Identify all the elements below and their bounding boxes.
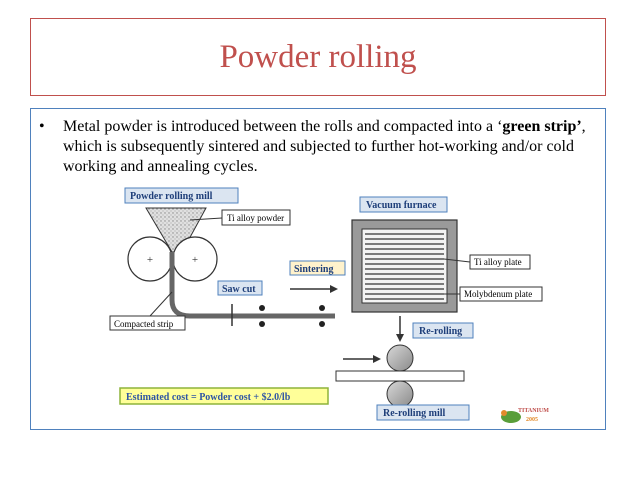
sintering-box: [289, 260, 346, 276]
bullet-text-part2: , which is subsequently sintered and sub…: [63, 118, 586, 175]
sintering-label: Sintering: [294, 264, 333, 275]
rerolling-roll-bottom: [386, 380, 414, 408]
title-box: Powder rolling: [30, 18, 606, 96]
ti-alloy-powder-box: [221, 209, 291, 226]
rerolling-sheet: [335, 370, 465, 382]
re-rolling-mill-label: Re-rolling mill: [383, 408, 446, 419]
estimated-cost-box: [119, 387, 329, 405]
compacted-strip-label: Compacted strip: [114, 319, 174, 329]
saw-cut-box: [217, 280, 263, 296]
powder-rolling-mill-label: Powder rolling mill: [130, 191, 213, 202]
slide-title: Powder rolling: [219, 39, 417, 75]
logo-text-2: 2005: [526, 417, 538, 423]
furnace-inner: [361, 228, 448, 304]
ti-alloy-plate-box: [469, 254, 531, 270]
bullet-text-bold: green strip’: [502, 118, 582, 135]
ti-alloy-powder-leader: [189, 217, 223, 221]
sintering-arrowhead: [330, 285, 338, 293]
strip-dot-2: [319, 321, 325, 327]
furnace-plates: [365, 233, 444, 300]
titanium-logo: TITANIUM 2005: [501, 408, 549, 423]
saw-cut-dot-1: [259, 305, 265, 311]
molybdenum-plate-label: Molybdenum plate: [464, 289, 532, 299]
rerolling-roll-top: [386, 344, 414, 372]
compacted-strip-leader: [149, 291, 173, 317]
compacted-strip-box: [109, 315, 186, 331]
re-rolling-box: [412, 322, 474, 339]
bullet-marker: •: [39, 118, 45, 135]
molybdenum-plate-box: [459, 286, 543, 302]
re-rolling-mill-box: [376, 404, 470, 421]
compacted-strip-path: [169, 252, 335, 319]
ti-alloy-plate-leader: [443, 258, 471, 263]
re-rolling-label: Re-rolling: [419, 326, 462, 337]
bullet-text: Metal powder is introduced between the r…: [63, 117, 597, 177]
strip-dot-1: [319, 305, 325, 311]
estimated-cost-label: Estimated cost = Powder cost + $2.0/lb: [126, 392, 291, 403]
vacuum-furnace-box: [359, 196, 448, 213]
roll-plus-right: +: [192, 254, 198, 266]
roll-plus-left: +: [147, 254, 153, 266]
rerolling-arrowhead: [396, 334, 404, 342]
ti-alloy-powder-label: Ti alloy powder: [227, 213, 284, 223]
logo-text-1: TITANIUM: [518, 408, 549, 414]
content-box: • Metal powder is introduced between the…: [30, 108, 606, 430]
vacuum-furnace-label: Vacuum furnace: [366, 200, 437, 211]
saw-cut-dot-2: [259, 321, 265, 327]
rerolling-feed-arrowhead: [373, 355, 381, 363]
bullet-text-part1: Metal powder is introduced between the r…: [63, 118, 503, 135]
saw-cut-label: Saw cut: [222, 284, 256, 295]
powder-rolling-mill-box: [124, 187, 239, 204]
ti-alloy-plate-label: Ti alloy plate: [474, 257, 522, 267]
